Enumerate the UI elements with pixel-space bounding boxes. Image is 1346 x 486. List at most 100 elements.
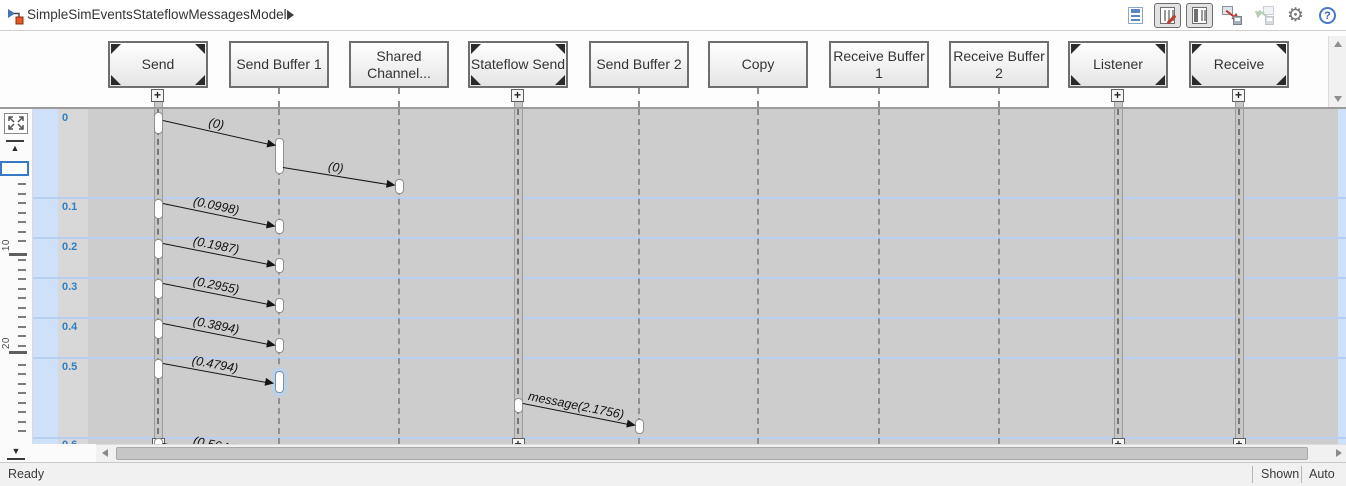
model-title[interactable]: SimpleSimEventsStateflowMessagesModel [27, 7, 287, 22]
settings-button[interactable]: ⚙ [1282, 3, 1309, 28]
status-shown[interactable]: Shown [1261, 467, 1300, 481]
report-button[interactable] [1122, 3, 1149, 28]
message-arrow[interactable]: (0.4794) [162, 353, 275, 387]
activation-bar[interactable] [634, 419, 644, 434]
expand-lifeline-button[interactable]: + [151, 89, 164, 102]
activation-bar[interactable] [153, 359, 163, 379]
activation-bar[interactable] [153, 239, 163, 259]
show-panel-button[interactable] [1186, 3, 1213, 28]
lifeline-band[interactable] [513, 109, 523, 444]
lifeline-band-stub [1113, 102, 1123, 107]
lifeline-header-send-buffer-1[interactable]: Send Buffer 1 [229, 41, 329, 88]
scroll-right-icon[interactable] [1336, 449, 1342, 457]
lifeline-dashed-line[interactable] [757, 109, 759, 444]
activation-bar[interactable] [153, 199, 163, 219]
help-button[interactable]: ? [1314, 3, 1341, 28]
message-label: (0.2955) [191, 273, 241, 297]
activation-bar[interactable] [153, 438, 163, 444]
lifeline-header-receive-buffer-2[interactable]: Receive Buffer 2 [949, 41, 1049, 88]
breadcrumb-arrow-icon[interactable] [287, 10, 294, 20]
time-label: 0.5 [62, 361, 78, 373]
scroll-left-icon[interactable] [102, 449, 108, 457]
status-auto[interactable]: Auto [1309, 467, 1335, 481]
activation-bar[interactable] [513, 398, 523, 413]
ruler-label: 10 [1, 239, 12, 252]
time-row-line [33, 197, 1346, 199]
ruler-minor-tick [18, 231, 26, 233]
lifeline-dashed-line[interactable] [998, 109, 1000, 444]
ruler-minor-tick [18, 430, 26, 432]
lifeline-header-label: Send Buffer 2 [596, 56, 682, 73]
sequence-diagram-canvas[interactable]: 00.10.20.30.40.50.6++++(0)(0)(0.0998)(0.… [33, 109, 1346, 444]
activation-bar[interactable] [274, 371, 284, 393]
lifeline-dashed-line[interactable] [878, 109, 880, 444]
activation-bar[interactable] [394, 179, 404, 194]
lifeline-header-receive[interactable]: Receive [1189, 41, 1289, 88]
activation-bar[interactable] [153, 112, 163, 134]
corner-mark-icon [111, 44, 121, 54]
activation-bar[interactable] [274, 338, 284, 353]
ruler-minor-tick [18, 193, 26, 195]
scroll-up-icon[interactable] [1334, 41, 1342, 47]
message-arrow[interactable]: (0.3894) [162, 314, 277, 349]
expand-lifeline-button[interactable]: + [1111, 438, 1125, 444]
lifeline-dashed-line[interactable] [638, 109, 640, 444]
lifeline-header-label: Send Buffer 1 [236, 56, 322, 73]
corner-mark-icon [111, 75, 121, 85]
activation-bar[interactable] [274, 138, 284, 174]
lifeline-band[interactable] [1113, 109, 1123, 444]
expand-lifeline-button[interactable]: + [1232, 438, 1246, 444]
activation-bar[interactable] [274, 298, 284, 313]
fit-to-view-button[interactable] [4, 113, 28, 134]
export-button[interactable] [1218, 3, 1245, 28]
time-label: 0.4 [62, 321, 78, 333]
activation-bar[interactable] [153, 319, 163, 339]
time-row-line [33, 237, 1346, 239]
export-icon [1221, 6, 1242, 25]
horizontal-scrollbar[interactable] [96, 444, 1346, 462]
ruler-minor-tick [18, 240, 26, 242]
expand-lifeline-button[interactable]: + [1111, 89, 1124, 102]
ruler-minor-tick [18, 202, 26, 204]
lifeline-header-stateflow-send[interactable]: Stateflow Send [468, 41, 568, 88]
corner-mark-icon [1192, 75, 1202, 85]
lifeline-header-receive-buffer-1[interactable]: Receive Buffer 1 [829, 41, 929, 88]
scroll-to-bottom-button[interactable]: ▼ [7, 446, 25, 460]
message-arrow[interactable]: (0.2955) [162, 274, 277, 309]
lifeline-header-send[interactable]: Send [108, 41, 208, 88]
message-arrow[interactable]: (0) [162, 115, 277, 149]
lifeline-band[interactable] [1234, 109, 1244, 444]
expand-lifeline-button[interactable]: + [511, 438, 525, 444]
lifeline-band[interactable] [153, 109, 163, 444]
edit-sequence-button[interactable] [1154, 3, 1181, 28]
message-arrow[interactable]: message(2.1756) [522, 389, 637, 429]
message-arrow[interactable]: (0.0998) [162, 194, 277, 230]
activation-bar[interactable] [274, 219, 284, 234]
expand-lifeline-button[interactable]: + [1232, 89, 1245, 102]
header-vertical-scrollbar[interactable] [1328, 36, 1346, 107]
message-arrow[interactable]: (0) [282, 159, 397, 189]
lifeline-dashed-line[interactable] [398, 109, 400, 444]
corner-mark-icon [195, 44, 205, 54]
activation-bar[interactable] [274, 258, 284, 273]
time-row-line [33, 317, 1346, 319]
lifeline-band-stub [1234, 102, 1244, 107]
scroll-to-top-button[interactable]: ▲ [6, 140, 24, 154]
zoom-slider-thumb[interactable] [0, 161, 29, 176]
lifeline-stub [998, 88, 1000, 107]
scroll-down-icon[interactable] [1334, 96, 1342, 102]
lifeline-header-copy[interactable]: Copy [708, 41, 808, 88]
expand-lifeline-button[interactable]: + [511, 89, 524, 102]
activation-bar[interactable] [153, 279, 163, 299]
corner-mark-icon [1071, 44, 1081, 54]
lifeline-header-shared-channel[interactable]: Shared Channel... [349, 41, 449, 88]
horizontal-scrollbar-thumb[interactable] [116, 447, 1308, 460]
import-button [1250, 3, 1277, 28]
lifeline-stub [278, 88, 280, 107]
lifeline-dashed-line[interactable] [278, 109, 280, 444]
message-arrow[interactable]: (0.1987) [162, 234, 277, 269]
arrowhead-icon [264, 377, 275, 387]
lifeline-header-send-buffer-2[interactable]: Send Buffer 2 [589, 41, 689, 88]
lifeline-header-listener[interactable]: Listener [1068, 41, 1168, 88]
